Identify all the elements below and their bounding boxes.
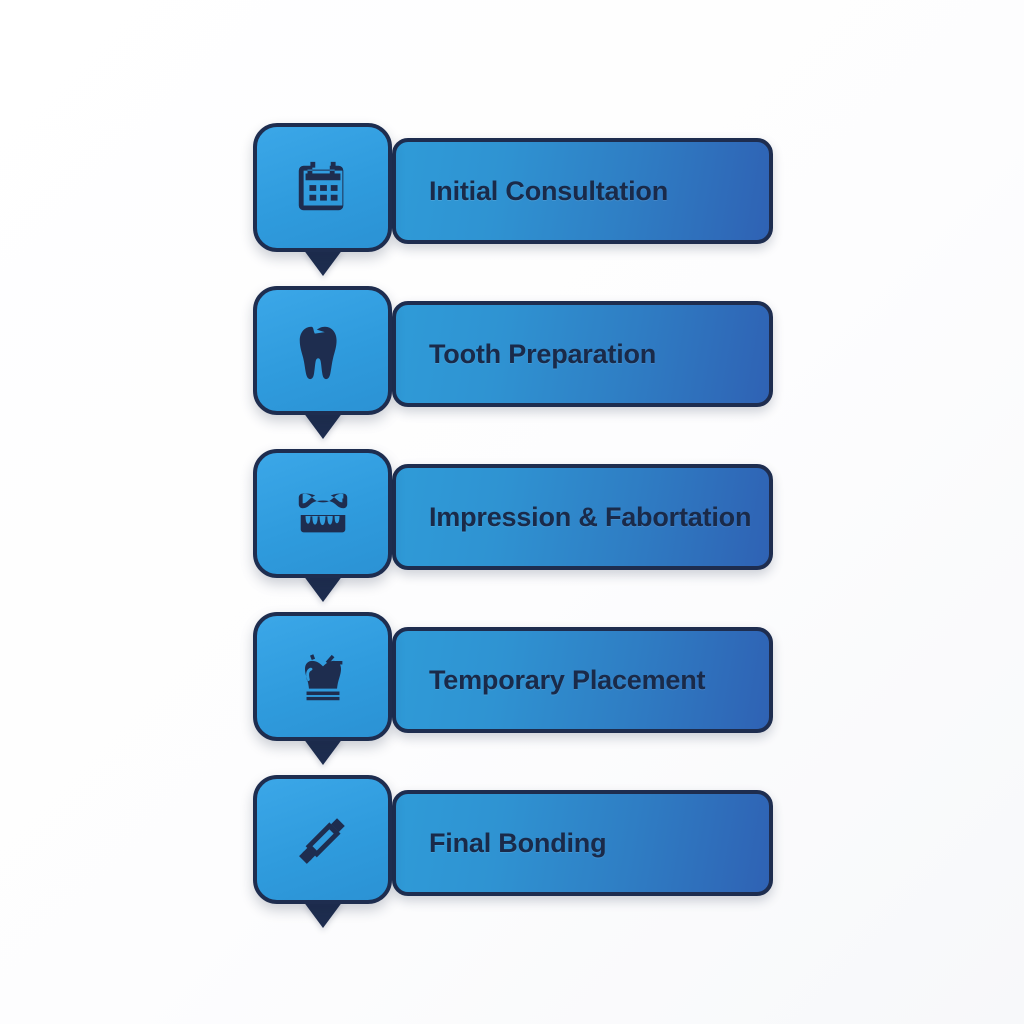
step-label-bar[interactable]: Initial Consultation <box>392 138 773 244</box>
step-label-bar[interactable]: Temporary Placement <box>392 627 773 733</box>
step-label-bar[interactable]: Tooth Preparation <box>392 301 773 407</box>
down-arrow-icon <box>303 738 343 765</box>
adhesive-tube-icon <box>298 817 345 864</box>
step-label: Tooth Preparation <box>429 338 657 369</box>
step-label-bar[interactable]: Impression & Fabortation <box>392 464 773 570</box>
down-arrow-icon <box>303 575 343 602</box>
process-step[interactable]: Temporary Placement <box>253 612 773 765</box>
tooth-icon <box>299 326 337 379</box>
process-step-list: Initial Consultation Too <box>253 123 773 928</box>
step-label: Initial Consultation <box>429 175 668 206</box>
down-arrow-icon <box>303 249 343 276</box>
step-label: Final Bonding <box>429 827 607 858</box>
down-arrow-icon <box>303 901 343 928</box>
step-label-bar[interactable]: Final Bonding <box>392 790 773 896</box>
dental-impression-tray-icon <box>298 493 347 532</box>
step-icon-tile[interactable] <box>253 449 392 578</box>
step-label: Temporary Placement <box>429 664 706 695</box>
step-icon-tile[interactable] <box>253 775 392 904</box>
step-label: Impression & Fabortation <box>429 501 752 532</box>
calendar-icon <box>298 161 343 210</box>
process-step[interactable]: Final Bonding <box>253 775 773 928</box>
step-icon-tile[interactable] <box>253 612 392 741</box>
process-step[interactable]: Tooth Preparation <box>253 286 773 439</box>
process-step[interactable]: Initial Consultation <box>253 123 773 276</box>
process-step[interactable]: Impression & Fabortation <box>253 449 773 602</box>
step-icon-tile[interactable] <box>253 123 392 252</box>
dental-crown-icon <box>304 653 342 700</box>
down-arrow-icon <box>303 412 343 439</box>
step-icon-tile[interactable] <box>253 286 392 415</box>
